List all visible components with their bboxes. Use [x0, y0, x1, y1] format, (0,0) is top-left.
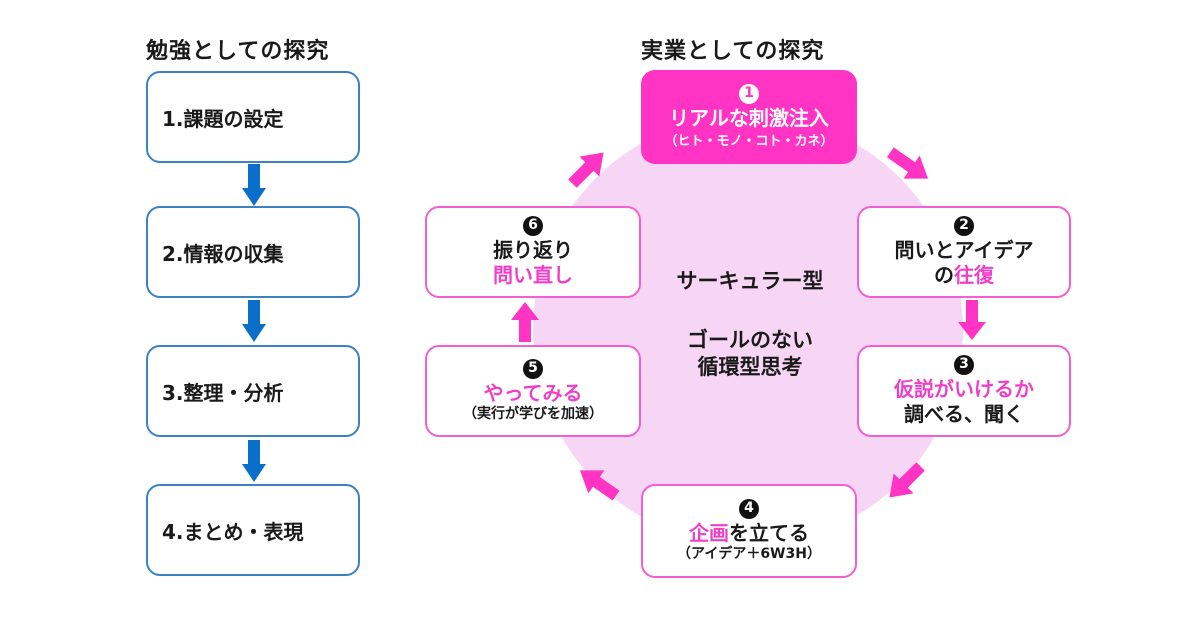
step-line2-highlight: 問い直し: [493, 263, 573, 287]
cycle-step-5: 5 やってみる （実行が学びを加速）: [425, 345, 641, 437]
step-number-badge: 2: [954, 216, 974, 236]
cycle-step-4: 4 企画を立てる （アイデア＋6W3H）: [641, 484, 857, 578]
step-line2-highlight: 往復: [954, 263, 994, 287]
center-label-line3: 循環型思考: [697, 355, 803, 379]
study-step-label: 1.課題の設定: [162, 106, 284, 131]
step-sub-text: （アイデア＋6W3H）: [677, 545, 821, 562]
step-line2-plain: の: [934, 263, 954, 287]
step-line1: 振り返り: [493, 238, 573, 262]
step-number-badge: 5: [523, 358, 543, 379]
step-line1-highlight: 仮説がいけるか: [894, 377, 1034, 401]
study-step-2: 2.情報の収集: [146, 206, 360, 298]
study-step-label: 3.整理・分析: [162, 380, 284, 405]
study-step-4: 4.まとめ・表現: [146, 484, 360, 576]
right-title: 実業としての探究: [641, 39, 825, 64]
arrow-6-to-1-icon: [568, 152, 604, 188]
center-label-type: サーキュラー型: [676, 269, 824, 293]
down-arrow-icon: [242, 300, 266, 342]
cycle-background-circle: [533, 115, 963, 545]
cycle-step-3: 3 仮説がいけるか 調べる、聞く: [857, 345, 1071, 437]
study-step-1: 1.課題の設定: [146, 71, 360, 163]
step-number-badge: 3: [954, 355, 974, 375]
center-label-line2: ゴールのない: [687, 328, 813, 352]
step-main-plain: を立てる: [729, 520, 809, 545]
step-line2: の往復: [934, 263, 994, 288]
step-sub-text: （ヒト・モノ・コト・カネ）: [664, 133, 834, 149]
step-sub-text: （実行が学びを加速）: [463, 405, 603, 422]
study-step-3: 3.整理・分析: [146, 345, 360, 437]
step-line2: 調べる、聞く: [904, 402, 1024, 426]
arrow-4-to-5-icon: [579, 470, 620, 501]
step-main-text: 企画を立てる: [689, 521, 809, 546]
down-arrow-icon: [242, 440, 266, 482]
arrow-5-to-6-icon: [511, 302, 539, 342]
step-main-highlight: やってみる: [483, 380, 583, 405]
step-main-highlight: 企画: [689, 520, 729, 545]
left-title: 勉強としての探究: [146, 39, 330, 64]
step-main-text: リアルな刺激注入: [669, 105, 829, 130]
step-number-badge: 6: [523, 216, 543, 236]
cycle-step-1: 1 リアルな刺激注入 （ヒト・モノ・コト・カネ）: [641, 70, 857, 164]
step-number-badge: 4: [739, 498, 759, 519]
arrow-1-to-2-icon: [886, 147, 929, 179]
cycle-step-6: 6 振り返り 問い直し: [425, 206, 641, 298]
study-step-label: 2.情報の収集: [162, 241, 284, 266]
down-arrow-icon: [242, 164, 266, 206]
study-step-label: 4.まとめ・表現: [162, 519, 304, 544]
step-line1: 問いとアイデア: [894, 238, 1034, 262]
arrow-2-to-3-icon: [958, 300, 986, 340]
arrow-3-to-4-icon: [889, 462, 925, 498]
cycle-step-2: 2 問いとアイデア の往復: [857, 206, 1071, 298]
step-number-badge: 1: [739, 83, 759, 104]
